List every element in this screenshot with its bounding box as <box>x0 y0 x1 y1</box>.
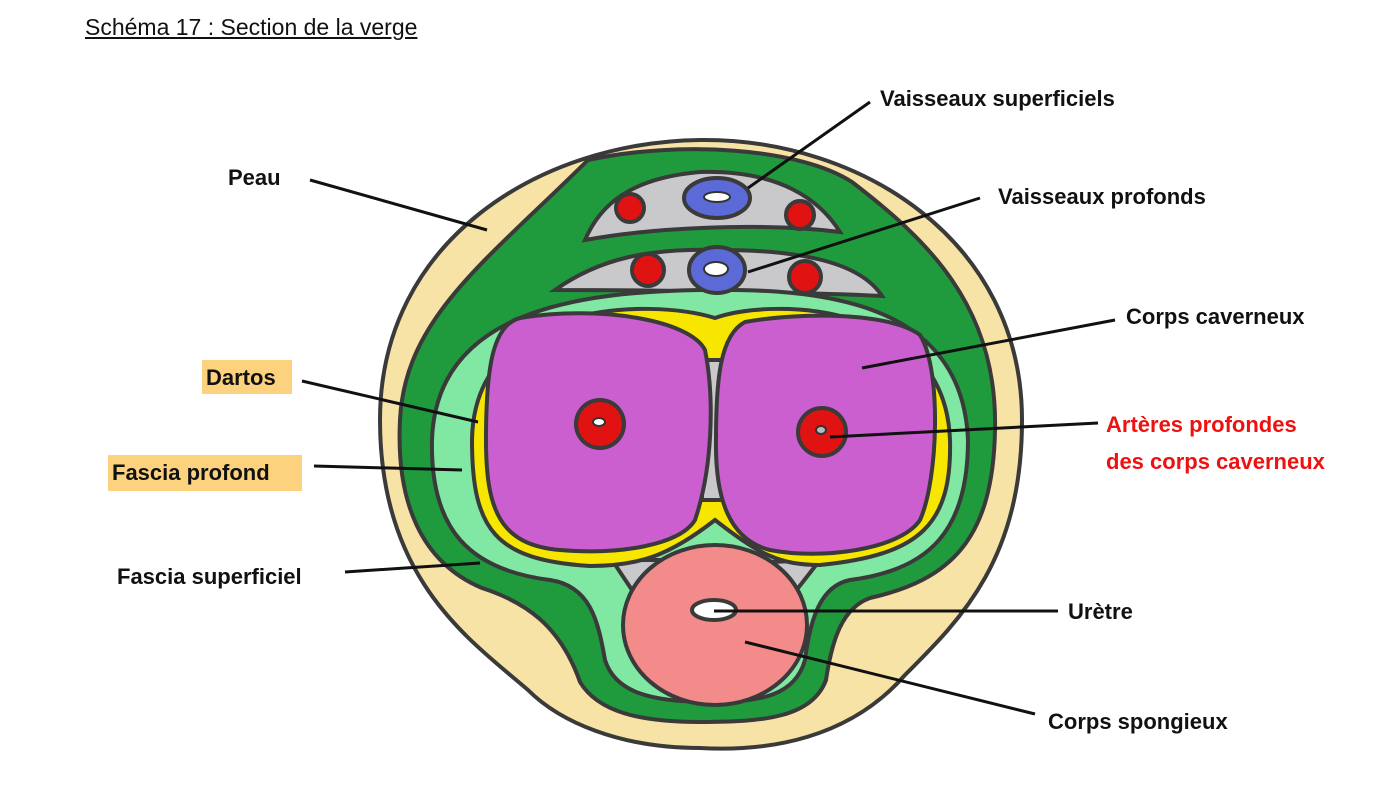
label-peau: Peau <box>228 165 281 190</box>
label-dartos: Dartos <box>206 365 276 390</box>
leader-line <box>747 196 981 274</box>
leader-line <box>861 318 1116 370</box>
corps-spongieux <box>621 543 809 707</box>
deep-artery <box>630 252 666 288</box>
leader-line <box>344 561 481 574</box>
diagram-title: Schéma 17 : Section de la verge <box>85 14 418 40</box>
artere-lumen <box>592 417 606 427</box>
label-corps-spongieux: Corps spongieux <box>1048 709 1228 734</box>
vein-lumen <box>703 191 731 203</box>
label-uretre: Urètre <box>1068 599 1133 624</box>
artere-lumen <box>815 425 827 435</box>
label-arteres-profondes: Artères profondes <box>1106 412 1297 437</box>
leader-line <box>301 379 479 424</box>
vein-lumen <box>703 261 729 277</box>
label-arteres-profondes-line2: des corps caverneux <box>1106 449 1326 474</box>
label-fascia-superficiel: Fascia superficiel <box>117 564 302 589</box>
superficial-artery <box>784 199 816 231</box>
leader-line <box>744 640 1036 716</box>
label-vaisseaux-profonds: Vaisseaux profonds <box>998 184 1206 209</box>
label-fascia-profond: Fascia profond <box>112 460 270 485</box>
leader-line <box>747 100 871 190</box>
leader-line <box>829 421 1099 439</box>
label-highlight <box>108 455 302 491</box>
superficial-artery <box>614 192 646 224</box>
leader-line <box>313 464 463 472</box>
deep-artery <box>787 259 823 295</box>
label-corps-caverneux: Corps caverneux <box>1126 304 1305 329</box>
label-vaisseaux-superficiels: Vaisseaux superficiels <box>880 86 1115 111</box>
leader-line <box>309 178 488 232</box>
label-highlight <box>202 360 292 394</box>
